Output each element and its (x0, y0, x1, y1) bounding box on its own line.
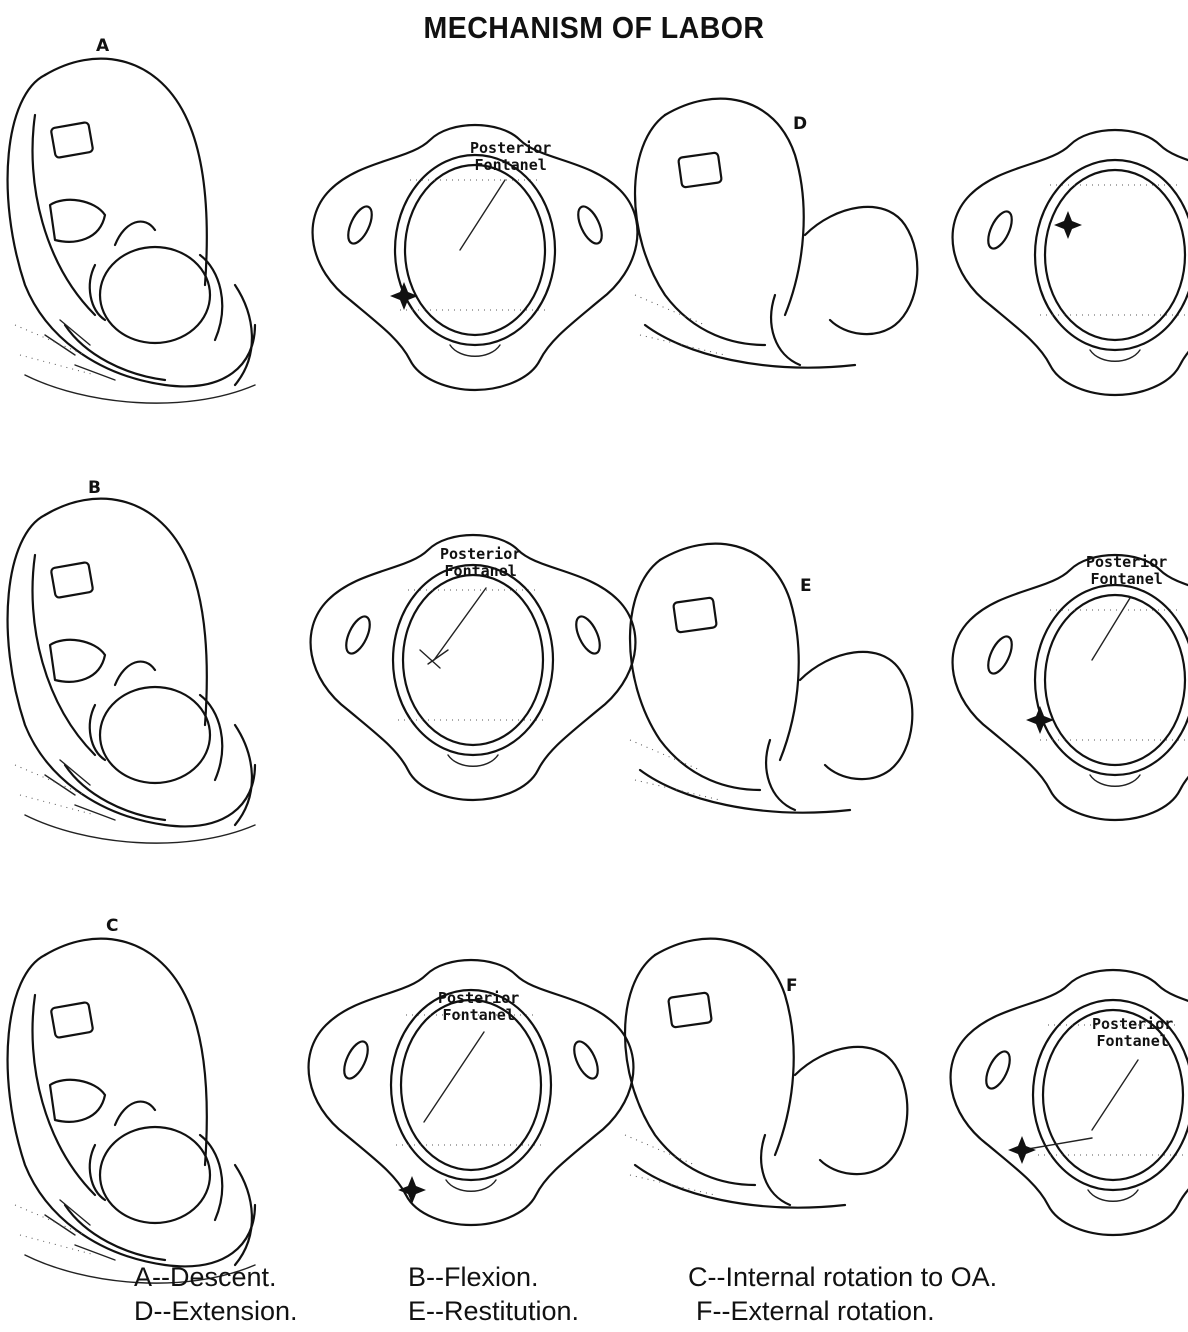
caption-f: F--External rotation. (696, 1296, 935, 1327)
fontanel-pointer-a (460, 180, 505, 250)
caption-d: D--Extension. (134, 1296, 298, 1327)
caption-e: E--Restitution. (408, 1296, 579, 1327)
caption-c: C--Internal rotation to OA. (688, 1262, 997, 1293)
caption-a: A--Descent. (134, 1262, 277, 1293)
caption-b: B--Flexion. (408, 1262, 539, 1293)
